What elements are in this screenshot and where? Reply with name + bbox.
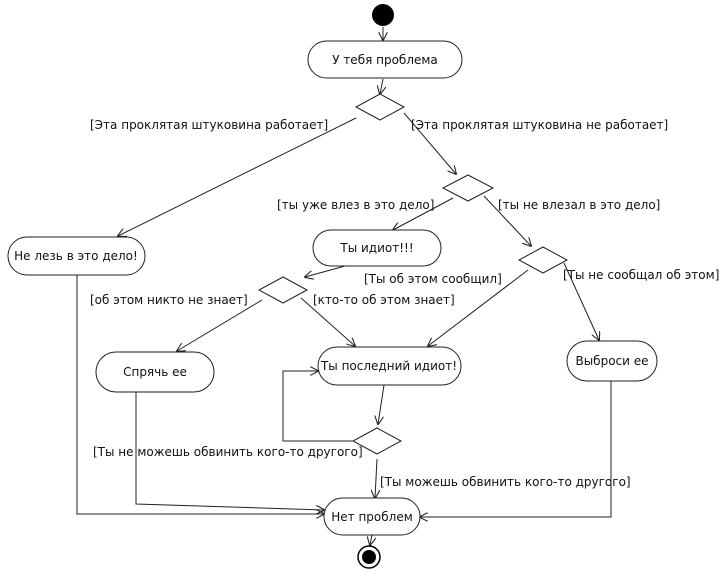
activity-hide-label: Спрячь ее — [123, 365, 187, 379]
edge-lastidiot-decision5 — [378, 384, 385, 424]
activity-throw: Выброси ее — [566, 340, 658, 382]
guard-not-meddled: [ты не влезал в это дело] — [498, 198, 660, 212]
activity-no-problem-label: Нет проблем — [331, 510, 413, 524]
edge-decision5-noproblem — [375, 458, 377, 498]
guard-meddled: [ты уже влез в это дело] — [277, 198, 434, 212]
edge-decision5-loop — [282, 371, 355, 442]
guard-somebody-knows: [кто-то об этом знает] — [313, 293, 455, 307]
decision-knows — [257, 276, 309, 304]
edge-decision2-idiot — [393, 197, 454, 230]
activity-dont-meddle: Не лезь в это дело! — [7, 236, 146, 276]
initial-node — [372, 4, 394, 26]
edge-decision3-throw — [563, 262, 599, 340]
activity-problem-label: У тебя проблема — [332, 53, 438, 67]
decision-meddled — [441, 174, 495, 202]
edge-decision1-decision2 — [403, 112, 456, 174]
activity-hide: Спрячь ее — [95, 351, 215, 393]
activity-idiot-label: Ты идиот!!! — [339, 241, 413, 255]
edge-decision4-hide — [177, 299, 263, 351]
guard-not-works: [Эта проклятая штуковина не работает] — [411, 118, 668, 132]
guard-cant-blame: [Ты не можешь обвинить кого-то другого] — [93, 445, 363, 459]
decision-reported — [517, 246, 569, 274]
decision-works — [354, 93, 406, 121]
edge-problem-decision1 — [380, 78, 383, 94]
guard-not-reported: [Ты не сообщал об этом] — [563, 268, 719, 282]
activity-problem: У тебя проблема — [307, 40, 463, 79]
guard-can-blame: [Ты можешь обвинить кого-то другого] — [380, 475, 631, 489]
activity-last-idiot-label: Ты последний идиот! — [320, 359, 457, 373]
guard-works: [Эта проклятая штуковина работает] — [90, 118, 328, 132]
edge-decision2-decision3 — [483, 195, 531, 246]
edge-decision4-lastidiot — [300, 297, 355, 346]
edge-dontmeddle-noproblem — [76, 275, 324, 514]
edge-noproblem-end — [370, 534, 372, 545]
guard-nobody-knows: [об этом никто не знает] — [90, 293, 248, 307]
guard-reported: [Ты об этом сообщил] — [364, 272, 502, 286]
final-node — [357, 545, 381, 569]
edge-throw-noproblem — [420, 381, 612, 517]
edge-decision3-lastidiot — [428, 269, 529, 346]
activity-last-idiot: Ты последний идиот! — [317, 346, 462, 386]
activity-idiot: Ты идиот!!! — [312, 229, 442, 267]
activity-throw-label: Выброси ее — [575, 354, 648, 368]
activity-dont-meddle-label: Не лезь в это дело! — [14, 249, 138, 263]
activity-no-problem: Нет проблем — [323, 497, 421, 536]
decision-blame — [351, 427, 403, 455]
edges — [76, 27, 612, 545]
edge-decision1-dontmeddle — [118, 117, 357, 236]
edge-hide-noproblem — [135, 392, 324, 510]
